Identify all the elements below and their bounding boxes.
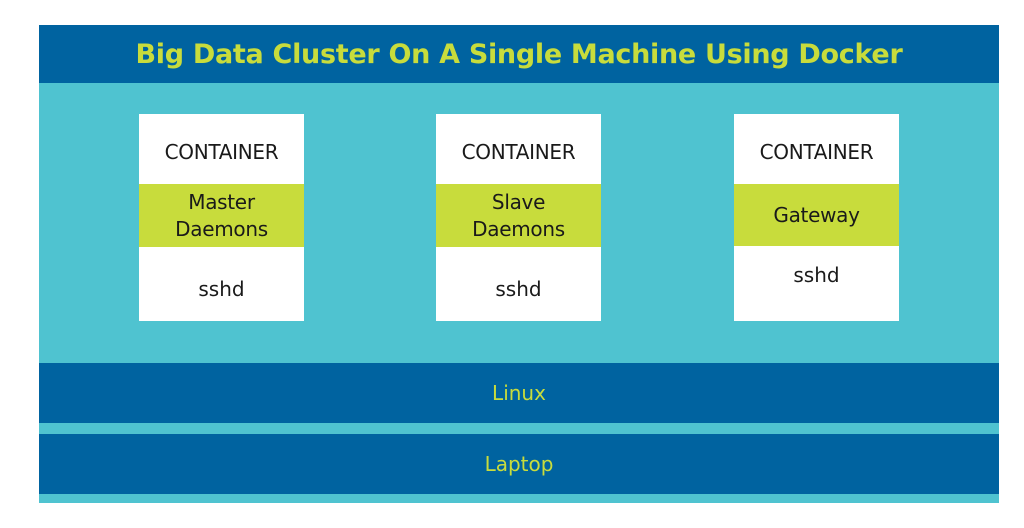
- sshd-label: sshd: [793, 263, 840, 287]
- sshd-label: sshd: [495, 277, 542, 301]
- gateway-band: Gateway: [734, 184, 899, 246]
- container-gateway: CONTAINER Gateway sshd: [734, 114, 899, 321]
- linux-label: Linux: [492, 381, 546, 405]
- container-header: CONTAINER: [759, 140, 874, 164]
- container-header: CONTAINER: [461, 140, 576, 164]
- laptop-label: Laptop: [484, 452, 554, 476]
- linux-layer: Linux: [39, 363, 999, 423]
- daemon-band: Slave Daemons: [436, 184, 601, 247]
- sshd-label: sshd: [198, 277, 245, 301]
- architecture-diagram: Big Data Cluster On A Single Machine Usi…: [39, 25, 999, 503]
- daemon-label: Master Daemons: [175, 189, 268, 241]
- title-bar: Big Data Cluster On A Single Machine Usi…: [39, 25, 999, 83]
- container-master: CONTAINER Master Daemons sshd: [139, 114, 304, 321]
- container-header: CONTAINER: [164, 140, 279, 164]
- diagram-title: Big Data Cluster On A Single Machine Usi…: [135, 38, 903, 70]
- daemon-band: Master Daemons: [139, 184, 304, 247]
- laptop-layer: Laptop: [39, 434, 999, 494]
- container-slave: CONTAINER Slave Daemons sshd: [436, 114, 601, 321]
- daemon-label: Slave Daemons: [472, 189, 565, 241]
- gateway-label: Gateway: [773, 202, 860, 227]
